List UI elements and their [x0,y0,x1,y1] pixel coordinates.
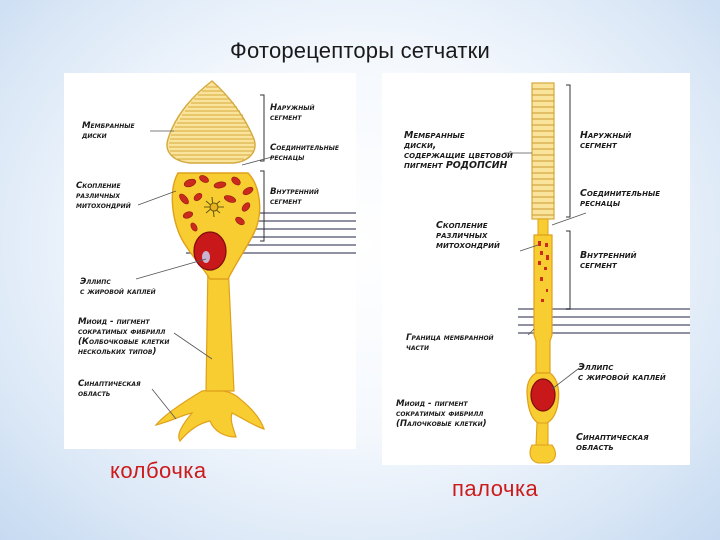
cone-outer-segment [166,80,256,164]
cone-synaptic-terminal [154,389,265,443]
rod-synaptic-terminal [529,444,557,464]
cone-leader-lines [135,130,273,420]
page-title: Фоторецепторы сетчатки [230,38,490,63]
cone-lipid-cluster [204,196,224,218]
cone-caption: колбочка [110,458,207,483]
rod-nucleus [530,378,556,412]
rod-leader-lines [504,152,587,390]
rod-mitochondria [538,241,549,302]
cone-brackets [260,94,265,242]
rod-fiber [535,422,549,446]
rod-illustration [504,82,690,464]
rod-caption: палочка [452,476,539,501]
cone-illustration [135,80,356,443]
cone-fiber [205,262,235,392]
cone-membrane-discs [169,86,254,160]
rod-membrane-discs [532,88,554,216]
rod-brackets [566,84,571,310]
rod-inner-segment [533,234,553,374]
rod-connecting-cilium [537,218,549,236]
cone-nucleus [193,231,227,271]
cone-mitochondria [179,175,254,232]
rod-outer-segment [531,82,555,220]
